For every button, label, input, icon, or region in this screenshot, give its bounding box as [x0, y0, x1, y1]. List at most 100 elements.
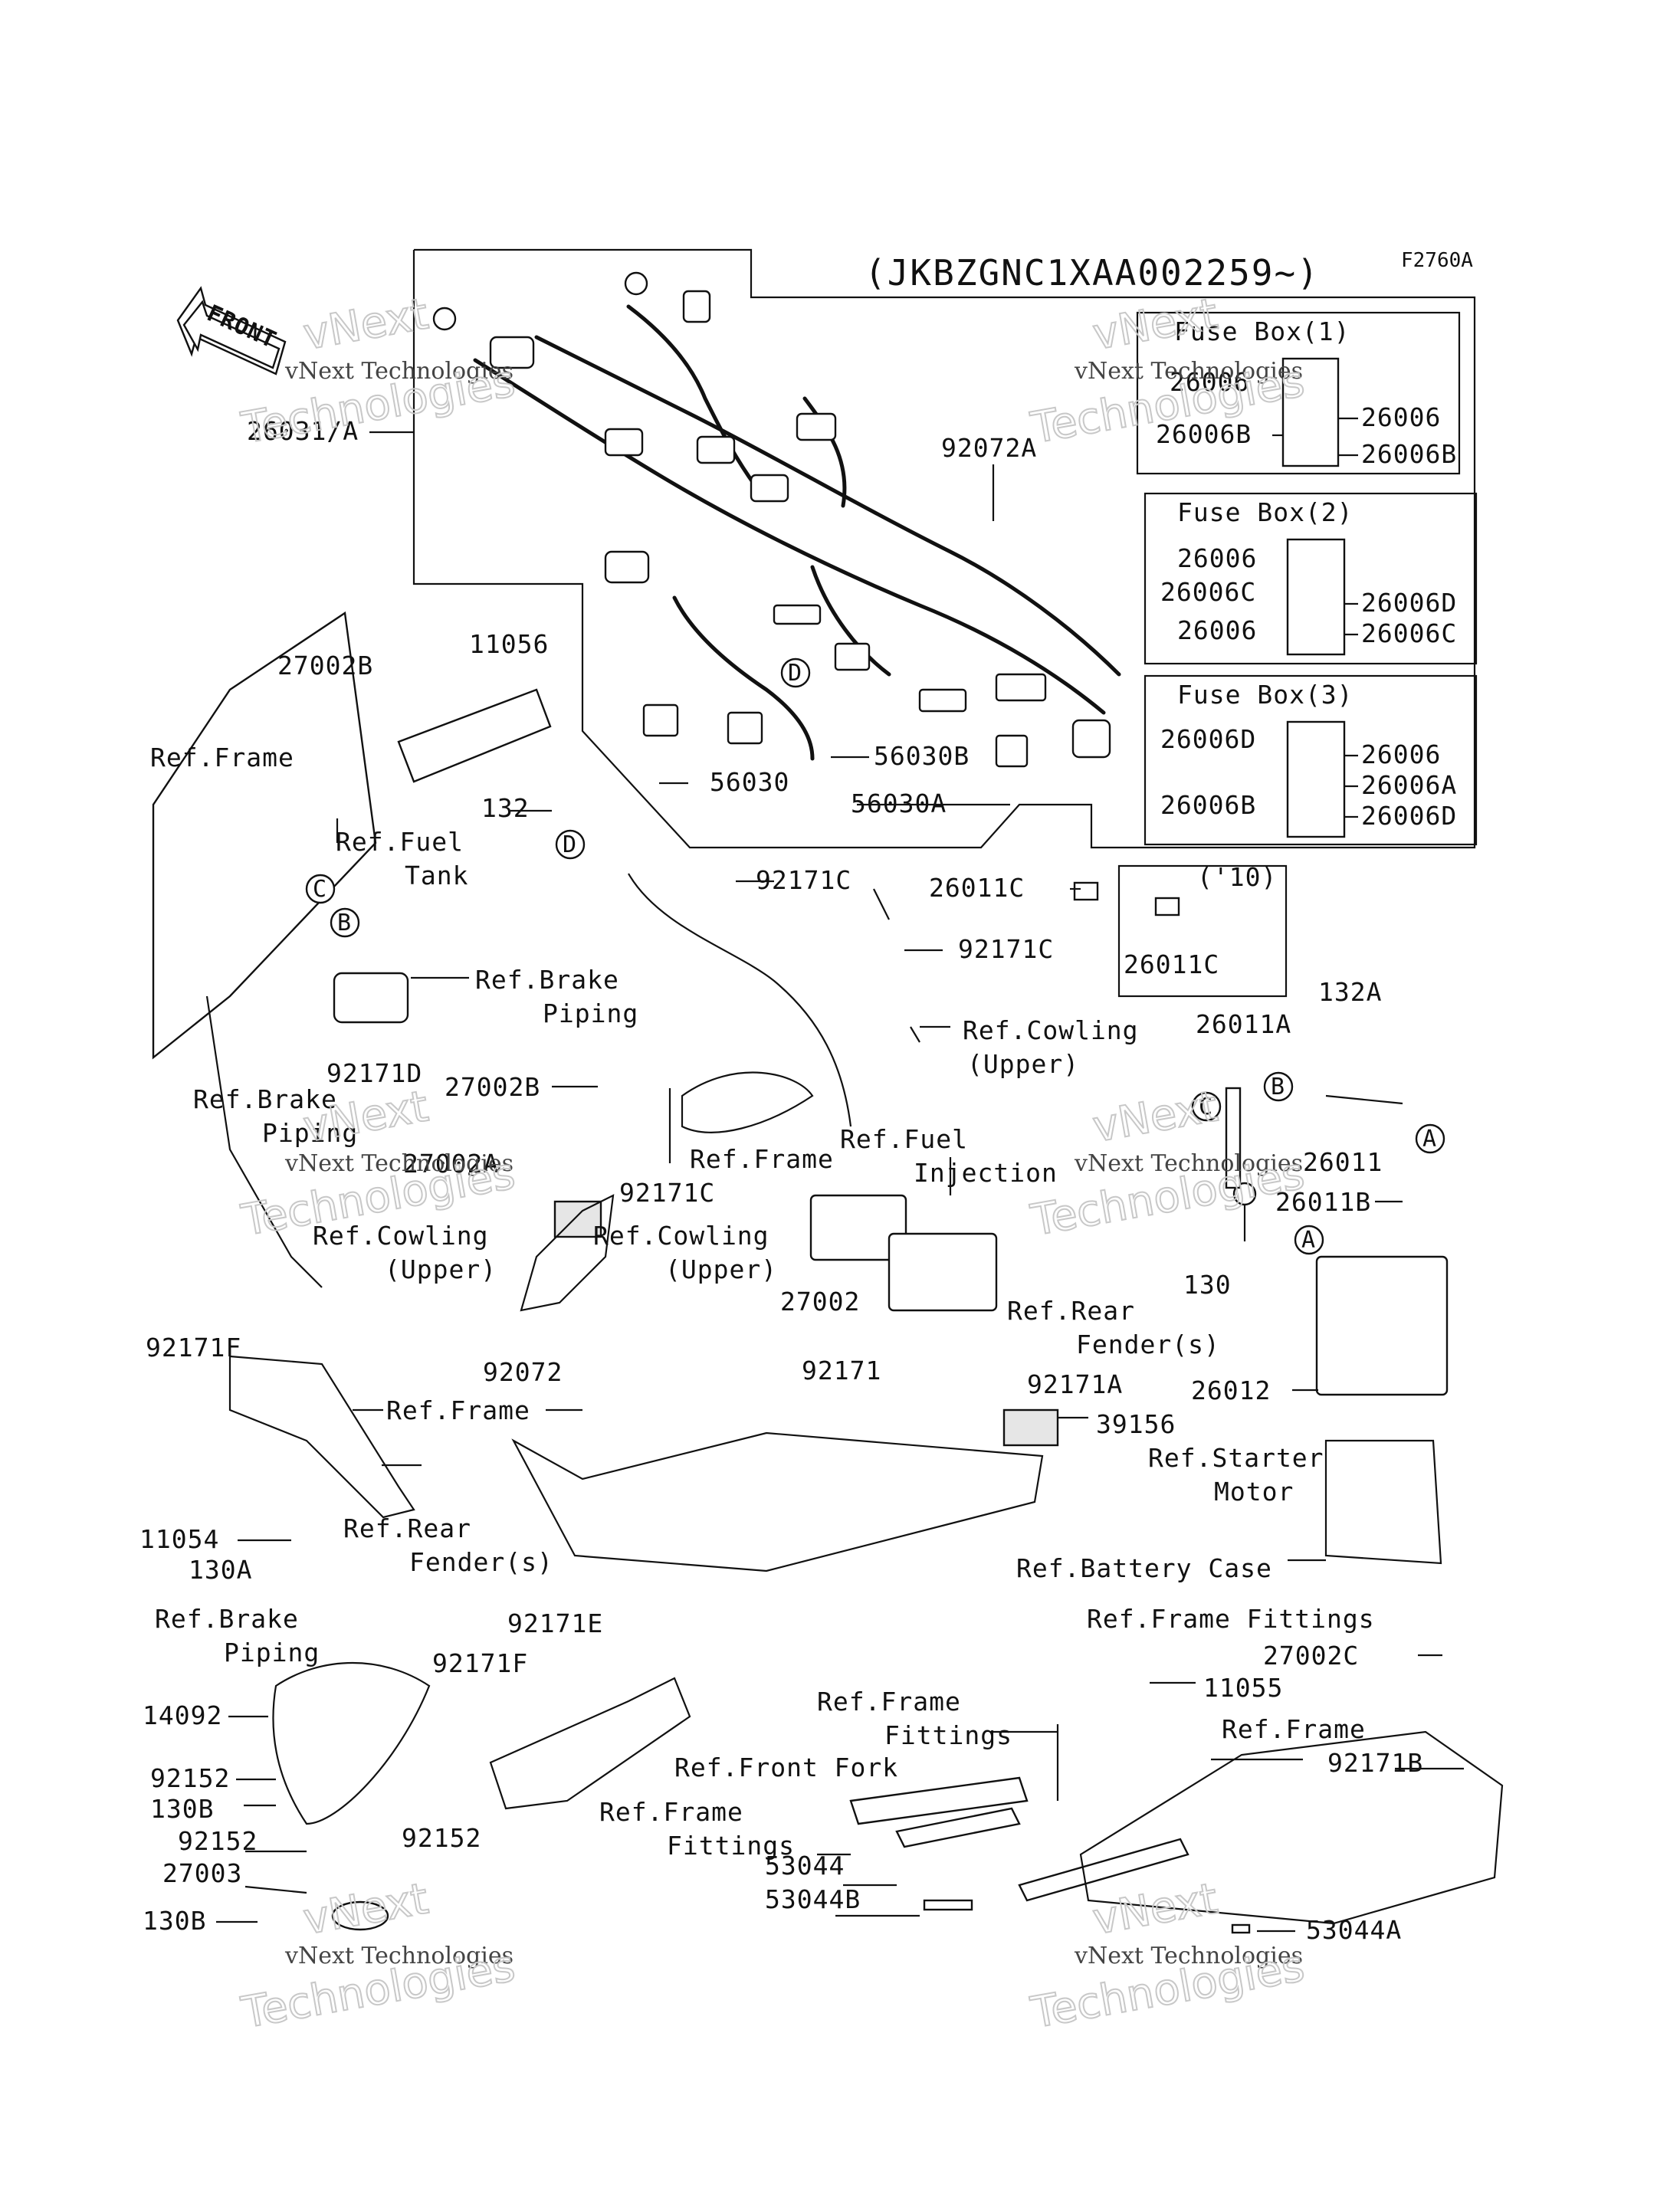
fuse-box-3-title: Fuse Box(3) — [1177, 680, 1354, 710]
callout-year: ('10) — [1197, 862, 1277, 892]
fuse-box-2-title: Fuse Box(2) — [1177, 497, 1354, 527]
callout-ref-frame-2: Ref.Frame — [690, 1144, 834, 1174]
callout-ref-frame-fittings-3a: Ref.Frame — [599, 1797, 743, 1827]
callout-ref-frame-4: Ref.Frame — [1222, 1714, 1366, 1744]
watermark-company-1: vNext Technologies — [284, 358, 514, 385]
callout-92171b: 92171B — [1327, 1748, 1423, 1778]
callout-ref-frame-fittings-3b: Fittings — [667, 1831, 795, 1861]
watermark-company-4: vNext Technologies — [1074, 1150, 1303, 1177]
fuse-box-1-title: Fuse Box(1) — [1174, 316, 1350, 346]
callout-130b-2: 130B — [143, 1906, 206, 1936]
marker-d-1: D — [788, 660, 802, 687]
callout-92072a: 92072A — [941, 433, 1037, 463]
callout-ref-frame-fittings-1: Ref.Frame Fittings — [1087, 1604, 1375, 1634]
callout-92152-3: 92152 — [402, 1823, 481, 1853]
callout-ref-fuel-tank-2: Tank — [405, 861, 468, 890]
callout-26011b: 26011B — [1275, 1187, 1371, 1217]
callout-56030a: 56030A — [851, 789, 947, 818]
callout-ref-brake-piping-3a: Ref.Brake — [155, 1604, 299, 1634]
callout-ref-rear-fender-1a: Ref.Rear — [1007, 1296, 1135, 1326]
fuse-box-3: Fuse Box(3) 26006D 26006B 26006 26006A 2… — [1144, 674, 1478, 846]
fuse-box-1: Fuse Box(1) 26006 26006B 26006 26006B — [1136, 311, 1461, 475]
fuse-box-3-left-2: 26006B — [1160, 790, 1256, 820]
callout-92171: 92171 — [802, 1356, 881, 1385]
callout-ref-fuel-tank-1: Ref.Fuel — [336, 827, 464, 857]
callout-ref-fuel-inj-b: Injection — [914, 1158, 1058, 1188]
letter-markers: D D C B C B A A — [305, 657, 1445, 1255]
callout-ref-brake-piping-2b: Piping — [262, 1118, 358, 1148]
callout-ref-cowling-2b: (Upper) — [385, 1254, 497, 1284]
callout-56030b: 56030B — [874, 741, 970, 771]
callout-27002b-1: 27002B — [277, 651, 373, 680]
fuse-box-2-left-3: 26006 — [1177, 615, 1257, 645]
fuse-box-1-right-1: 26006 — [1361, 402, 1441, 432]
marker-c-2: C — [1199, 1094, 1212, 1120]
callout-130-1: 130 — [1183, 1270, 1232, 1300]
marker-d-2: D — [563, 831, 576, 858]
callout-56030: 56030 — [710, 767, 789, 797]
watermark-company-5: vNext Technologies — [284, 1943, 514, 1969]
callout-53044: 53044 — [765, 1851, 845, 1881]
callout-ref-starter-b: Motor — [1214, 1477, 1294, 1507]
callout-26031a: 26031/A — [247, 416, 359, 446]
marker-a-1: A — [1422, 1126, 1436, 1153]
harness-frame — [412, 248, 1476, 849]
callout-92072: 92072 — [483, 1357, 563, 1387]
callout-ref-fuel-inj-a: Ref.Fuel — [840, 1124, 968, 1154]
callout-92171c-1: 92171C — [756, 865, 851, 895]
callout-92171d: 92171D — [326, 1058, 422, 1088]
callout-ref-cowling-2a: Ref.Cowling — [313, 1221, 489, 1251]
callout-11056: 11056 — [469, 629, 549, 659]
callout-130a: 130A — [189, 1555, 252, 1585]
fuse-box-2-right-1: 26006D — [1361, 588, 1457, 618]
serial-range: (JKBZGNC1XAA002259~) — [865, 252, 1320, 293]
callout-ref-cowling-3a: Ref.Cowling — [593, 1221, 769, 1251]
callout-92171a: 92171A — [1027, 1369, 1123, 1399]
callout-11055: 11055 — [1203, 1673, 1283, 1703]
callout-27002: 27002 — [780, 1287, 860, 1317]
watermark-company-2: vNext Technologies — [1074, 358, 1303, 385]
watermark-vnext-5: vNext — [300, 1874, 431, 1944]
callout-ref-brake-piping-1a: Ref.Brake — [475, 965, 619, 995]
callout-ref-rear-fender-2a: Ref.Rear — [343, 1513, 471, 1543]
callout-39156: 39156 — [1096, 1409, 1176, 1439]
callout-ref-rear-fender-2b: Fender(s) — [409, 1547, 553, 1577]
fuse-box-2-left-2: 26006C — [1160, 577, 1256, 607]
callout-132: 132 — [481, 793, 530, 823]
callout-130b-1: 130B — [150, 1794, 214, 1824]
fuse-box-1-left-1: 26006 — [1170, 367, 1249, 397]
fuse-box-3-right-3: 26006D — [1361, 801, 1457, 831]
callout-26011: 26011 — [1303, 1147, 1383, 1177]
callout-ref-brake-piping-3b: Piping — [224, 1638, 320, 1667]
callout-27002c: 27002C — [1263, 1641, 1359, 1671]
callout-ref-front-fork: Ref.Front Fork — [674, 1753, 898, 1782]
callout-ref-frame-3: Ref.Frame — [386, 1395, 530, 1425]
callout-92152-2: 92152 — [178, 1826, 258, 1856]
watermark-vnext-4: vNext — [1089, 1081, 1221, 1152]
fuse-box-2: Fuse Box(2) 26006 26006C 26006 26006D 26… — [1144, 492, 1478, 665]
callout-ref-starter-a: Ref.Starter — [1148, 1443, 1324, 1473]
watermark-company-3: vNext Technologies — [284, 1150, 514, 1177]
callout-26011a: 26011A — [1196, 1009, 1291, 1039]
marker-b-1: B — [337, 910, 351, 936]
callout-132a: 132A — [1318, 977, 1382, 1007]
callout-53044b: 53044B — [765, 1884, 861, 1914]
callout-26011c-2: 26011C — [1124, 949, 1219, 979]
callout-ref-brake-piping-2a: Ref.Brake — [193, 1084, 337, 1114]
fuse-box-2-right-2: 26006C — [1361, 618, 1457, 648]
callout-27003: 27003 — [162, 1858, 242, 1888]
leader-lines — [216, 431, 1464, 1933]
fuse-box-3-left-1: 26006D — [1160, 724, 1256, 754]
callout-labels: 26031/A 92072A 27002B 11056 56030 56030B… — [139, 416, 1423, 1945]
callout-92171f-2: 92171F — [432, 1648, 528, 1678]
fuse-box-1-right-2: 26006B — [1361, 439, 1457, 469]
callout-ref-cowling-3b: (Upper) — [665, 1254, 777, 1284]
front-arrow-icon: FRONT — [176, 286, 287, 375]
callout-ref-battery-case: Ref.Battery Case — [1016, 1553, 1272, 1583]
fuse-box-3-right-2: 26006A — [1361, 770, 1457, 800]
callout-27002a: 27002A — [403, 1149, 499, 1179]
callout-ref-frame-1: Ref.Frame — [150, 743, 294, 772]
callout-92171e: 92171E — [507, 1608, 603, 1638]
fuse-box-3-right-1: 26006 — [1361, 739, 1441, 769]
